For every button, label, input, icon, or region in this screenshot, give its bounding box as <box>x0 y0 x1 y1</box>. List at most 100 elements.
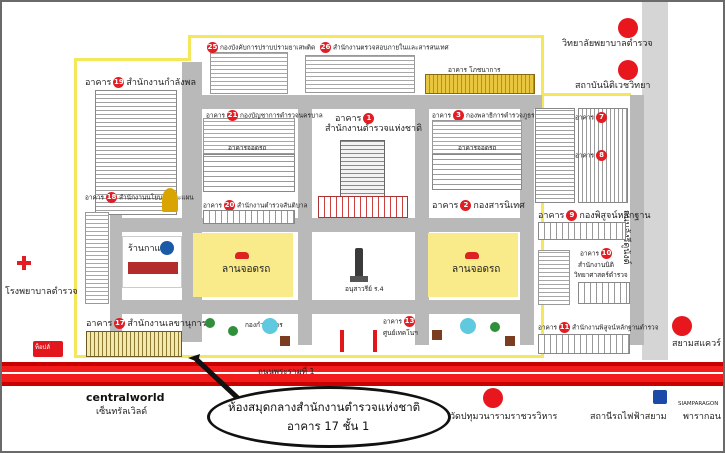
road-vertical-mid-left <box>298 105 312 345</box>
road-vertical-mid-right <box>415 105 429 345</box>
building-10-label-c: วิทยาศาสตร์ตำรวจ <box>574 271 628 279</box>
wat-label: วัดปทุมวนารามราชวรวิหาร <box>450 412 558 422</box>
building-number-badge: 25 <box>207 42 218 53</box>
siam-paragon-label: พารากอน <box>683 412 721 422</box>
siam-square-marker <box>672 316 692 336</box>
bts-icon <box>653 390 667 404</box>
compound-border-top <box>188 35 543 38</box>
building-10 <box>538 250 570 305</box>
car-icon <box>235 252 249 259</box>
forensic-label: สถาบันนิติเวชวิทยา <box>575 81 651 91</box>
parking-lot-left-label: ลานจอดรถ <box>222 264 271 275</box>
nursing-college-marker <box>618 18 638 38</box>
forensic-marker <box>618 60 638 80</box>
library-callout-line2: อาคาร 17 ชั้น 1 <box>287 419 370 433</box>
building-1 <box>340 140 385 202</box>
building-20 <box>203 210 295 224</box>
building-number-badge: 19 <box>113 77 125 88</box>
parking-lot-right <box>428 233 518 297</box>
building-10-label-b: สำนักงานนิติ <box>578 261 614 269</box>
tree-icon <box>205 318 215 328</box>
cafe-label: ร้านกาแฟ <box>128 244 167 254</box>
parking-building-right-label: อาคารจอดรถ <box>458 144 497 152</box>
compound-border-right-top <box>541 35 544 95</box>
building-17 <box>86 331 182 357</box>
building-21 <box>203 118 295 154</box>
building-cafeteria-label: อาคาร โภชนาการ <box>448 66 501 74</box>
building-number-badge: 3 <box>453 110 465 121</box>
compound-border-notch <box>188 35 191 61</box>
rama1-road-centerline <box>0 372 725 374</box>
building-10-annex <box>578 282 630 304</box>
building-number-badge: 21 <box>227 110 239 121</box>
house-icon <box>505 336 515 346</box>
monument-icon <box>355 248 363 278</box>
building-number-badge: 1 <box>363 113 375 124</box>
entry-arrow-icon <box>340 330 344 352</box>
henri-dunant-road <box>642 0 668 360</box>
library-callout <box>207 386 451 448</box>
cafe-logo-icon <box>160 241 174 255</box>
building-number-badge: 11 <box>559 322 571 333</box>
bts-label: สถานีรถไฟฟ้าสยาม <box>590 412 667 422</box>
fountain-icon <box>262 318 278 334</box>
building-number-badge: 18 <box>106 192 118 203</box>
road-horizontal-low <box>110 300 530 314</box>
monument-base <box>350 276 368 282</box>
rama1-road <box>0 362 725 386</box>
road-vertical-right <box>520 105 534 345</box>
wat-marker <box>483 388 503 408</box>
building-cafeteria <box>425 74 535 94</box>
exit-arrow-icon <box>373 330 377 352</box>
compound-border <box>74 58 544 358</box>
tree-icon <box>490 322 500 332</box>
centralworld-logo: centralworld <box>86 391 165 404</box>
fountain-icon <box>460 318 476 334</box>
building-number-badge: 20 <box>224 200 236 211</box>
parking-building-left-label: อาคารจอดรถ <box>228 144 267 152</box>
siam-square-label: สยามสแควร์ <box>672 339 721 349</box>
parking-lot-right-label: ลานจอดรถ <box>452 264 501 275</box>
callout-arrow <box>188 354 244 404</box>
building-number-badge: 9 <box>566 210 578 221</box>
building-number-badge: 17 <box>114 318 126 329</box>
hospital-cross-icon-v <box>22 256 26 270</box>
nursing-college-label: วิทยาลัยพยาบาลตำรวจ <box>562 39 653 49</box>
building-12-sub-label: ศูนย์เทคโนฯ <box>383 329 418 337</box>
building-number-badge: 8 <box>596 150 608 161</box>
building-number-badge: 26 <box>320 42 331 53</box>
tree-icon <box>228 326 238 336</box>
building-8 <box>578 108 628 203</box>
parking-building-left <box>203 154 295 192</box>
monument-label: อนุสาวรีย์ ร.4 <box>345 285 384 293</box>
road-horizontal-top <box>182 95 542 109</box>
road-vertical-far-left <box>110 180 122 340</box>
house-icon <box>280 336 290 346</box>
building-18 <box>85 212 109 304</box>
emblem-icon <box>162 188 178 212</box>
parking-lot-left <box>193 233 293 297</box>
centralworld-label: เซ็นทรัลเวิลด์ <box>96 407 148 417</box>
building-9 <box>538 222 626 240</box>
cafe-roof <box>128 262 178 274</box>
compound-border-top-left <box>74 58 190 61</box>
building-1-label-b: สำนักงานตำรวจแห่งชาติ <box>325 124 422 134</box>
building-11 <box>538 334 630 354</box>
building-number-badge: 7 <box>596 112 608 123</box>
building-number-badge: 10 <box>601 248 613 259</box>
